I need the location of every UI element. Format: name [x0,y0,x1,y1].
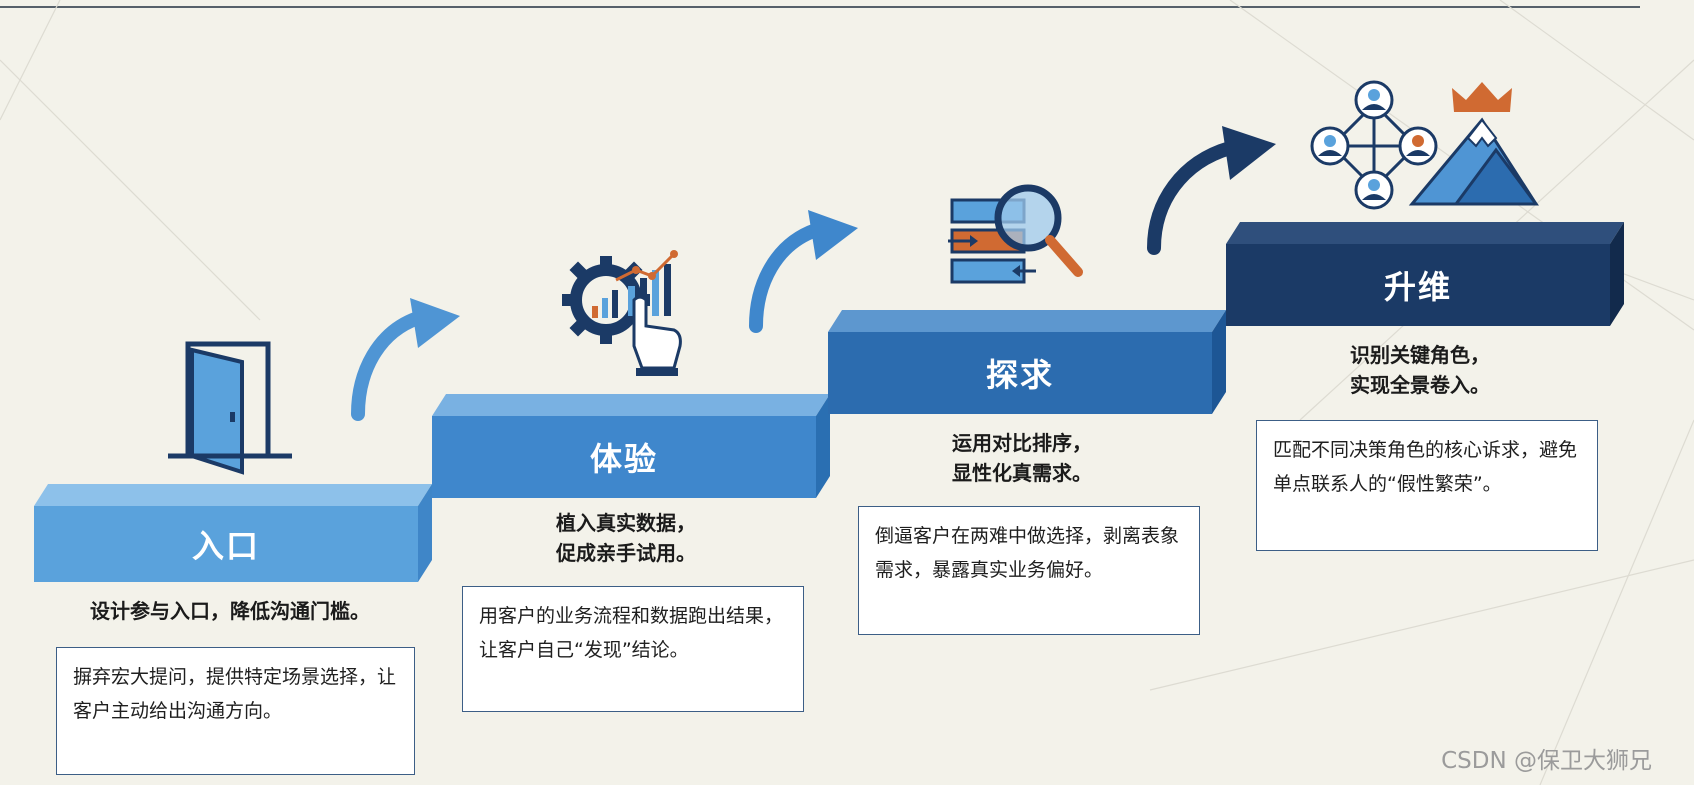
step-subtitle: 运用对比排序， 显性化真需求。 [952,431,1092,485]
door-icon [168,341,292,475]
network-mountain-crown-icon [1310,80,1539,210]
step-block-elevate: 升维 [1226,222,1624,326]
step-title: 升维 [1383,268,1452,306]
gear-chart-hand-icon [562,250,682,376]
arrow-icon [1147,126,1276,255]
step-description: 匹配不同决策角色的核心诉求，避免单点联系人的“假性繁荣”。 [1256,420,1598,551]
arrow-icon [749,210,858,333]
compare-magnifier-icon [948,184,1083,284]
step-description: 摒弃宏大提问，提供特定场景选择，让客户主动给出沟通方向。 [56,647,415,775]
step-description: 倒逼客户在两难中做选择，剥离表象需求，暴露真实业务偏好。 [858,506,1200,635]
watermark: CSDN @保卫大狮兄 [1441,748,1652,774]
arrow-icon [351,298,460,421]
step-subtitle: 植入真实数据， 促成亲手试用。 [556,511,696,565]
step-subtitle: 识别关键角色， 实现全景卷入。 [1350,343,1490,397]
step-description: 用客户的业务流程和数据跑出结果，让客户自己“发现”结论。 [462,586,804,712]
step-block-explore: 探求 [828,310,1226,414]
step-block-entry: 入口 [34,484,432,582]
top-divider-line [0,6,1640,8]
step-title: 体验 [589,440,658,478]
step-block-experience: 体验 [432,394,830,498]
step-title: 入口 [191,527,260,565]
step-title: 探求 [985,356,1054,394]
step-subtitle: 设计参与入口，降低沟通门槛。 [90,599,370,623]
